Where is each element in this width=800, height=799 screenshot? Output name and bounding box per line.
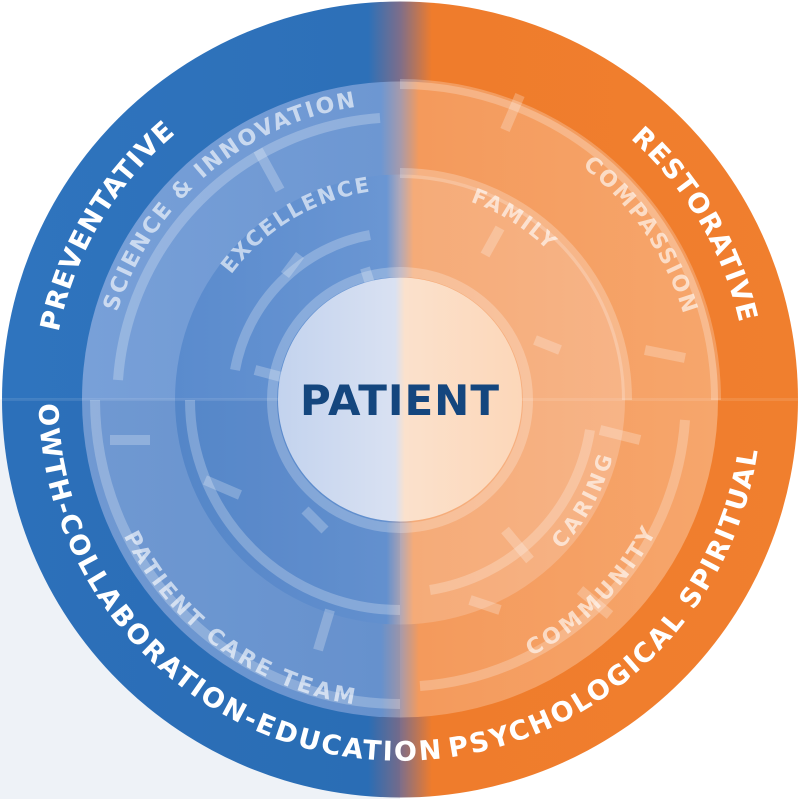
center-circle bbox=[278, 277, 522, 522]
center-label: PATIENT bbox=[300, 376, 500, 425]
decorative-ticks bbox=[110, 93, 686, 652]
decorative-tracks bbox=[90, 79, 721, 709]
